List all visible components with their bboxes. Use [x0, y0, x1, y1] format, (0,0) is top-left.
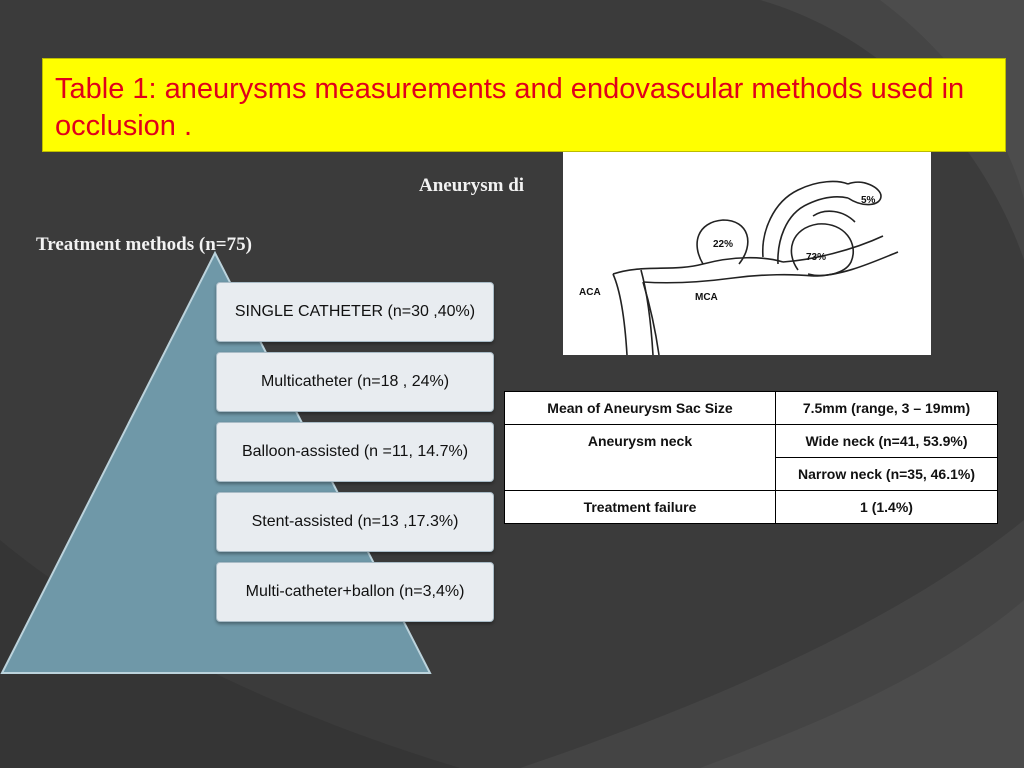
table-row: Aneurysm neck Wide neck (n=41, 53.9%) [504, 424, 998, 491]
measurements-table: Mean of Aneurysm Sac Size 7.5mm (range, … [504, 391, 998, 524]
pyramid-step-stent-assisted: Stent-assisted (n=13 ,17.3%) [216, 492, 494, 552]
table-cell-value: Narrow neck (n=35, 46.1%) [775, 457, 998, 491]
label-22-percent: 22% [713, 239, 733, 250]
table-row: Mean of Aneurysm Sac Size 7.5mm (range, … [504, 391, 998, 425]
label-aca: ACA [579, 287, 601, 298]
table-cell-value: Wide neck (n=41, 53.9%) [775, 424, 998, 458]
table-cell-value: 7.5mm (range, 3 – 19mm) [775, 391, 998, 425]
table-cell-label: Treatment failure [504, 490, 776, 524]
table-row: Treatment failure 1 (1.4%) [504, 490, 998, 524]
table-cell-label: Mean of Aneurysm Sac Size [504, 391, 776, 425]
title-box: Table 1: aneurysms measurements and endo… [42, 58, 1006, 152]
table-row: Narrow neck (n=35, 46.1%) [505, 457, 998, 491]
vessel-sketch: 5% 22% 73% ACA MCA [579, 180, 899, 356]
pyramid-step-multi-catheter-balloon: Multi-catheter+ballon (n=3,4%) [216, 562, 494, 622]
label-73-percent: 73% [806, 252, 826, 263]
table-cell-label: Aneurysm neck [504, 424, 776, 491]
table-cell-value: 1 (1.4%) [775, 490, 998, 524]
pyramid-step-balloon-assisted: Balloon-assisted (n =11, 14.7%) [216, 422, 494, 482]
pyramid-step-multicatheter: Multicatheter (n=18 , 24%) [216, 352, 494, 412]
treatment-heading: Treatment methods (n=75) [36, 234, 252, 255]
label-5-percent: 5% [861, 195, 876, 206]
slide-title: Table 1: aneurysms measurements and endo… [55, 73, 965, 142]
aneurysm-diagram: 5% 22% 73% ACA MCA [563, 152, 931, 356]
label-mca: MCA [695, 292, 718, 303]
aneurysm-heading: Aneurysm di [419, 175, 525, 196]
pyramid-step-single-catheter: SINGLE CATHETER (n=30 ,40%) [216, 282, 494, 342]
